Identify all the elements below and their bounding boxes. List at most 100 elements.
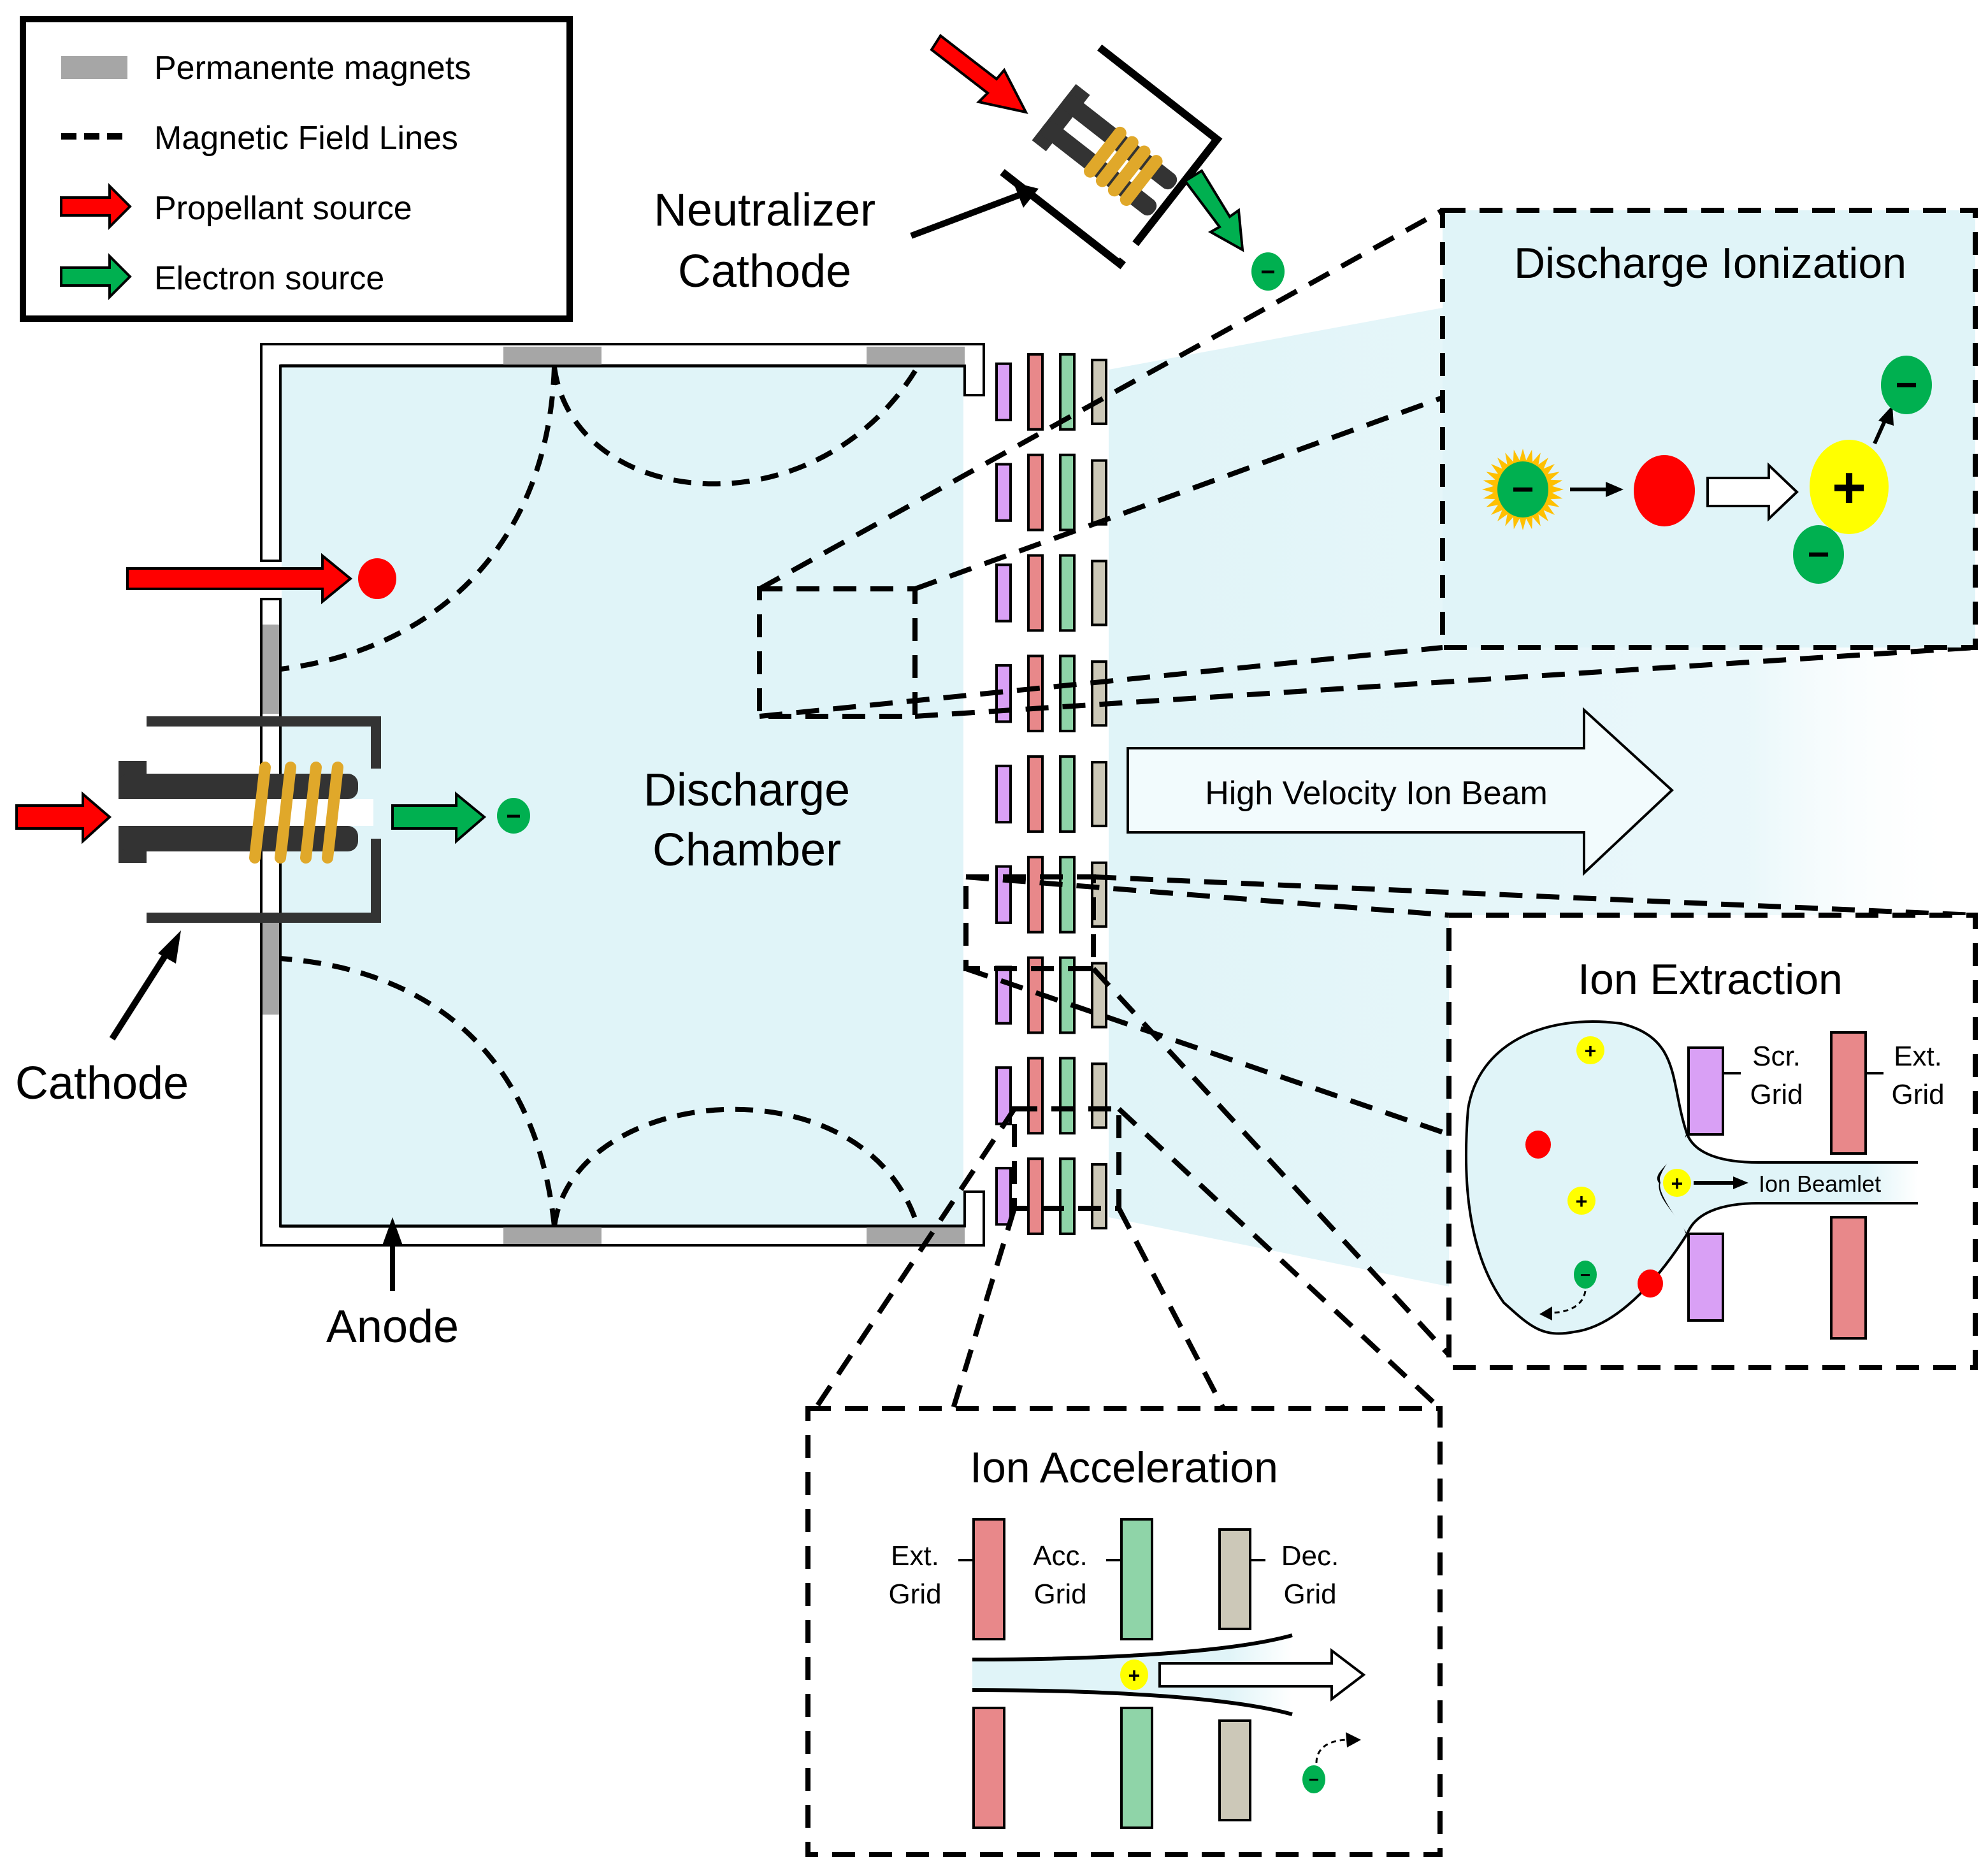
svg-text:Scr.: Scr. xyxy=(1752,1041,1801,1072)
neutral-atom xyxy=(358,558,396,599)
beam-direction-arrow-icon xyxy=(1158,1647,1366,1702)
svg-text:+: + xyxy=(1128,1664,1141,1687)
permanent-magnets xyxy=(263,347,965,1244)
acceleration-grid xyxy=(1120,1518,1153,1640)
deceleration-grid-segment xyxy=(1091,660,1107,727)
svg-text:+: + xyxy=(1585,1039,1597,1062)
extraction-grid-segment xyxy=(1027,353,1044,431)
anode-label: Anode xyxy=(326,1301,459,1352)
ion-particle: + xyxy=(1567,1187,1595,1215)
screen-grid-segment xyxy=(995,1166,1012,1226)
extraction-grid-segment xyxy=(1027,453,1044,532)
chamber-label: Chamber xyxy=(652,825,841,876)
neutral-atom xyxy=(1525,1131,1551,1159)
svg-text:−: − xyxy=(506,802,521,830)
inset-title: Ion Acceleration xyxy=(970,1443,1278,1492)
svg-text:+: + xyxy=(1576,1190,1588,1213)
svg-text:+: + xyxy=(1671,1172,1683,1195)
magnet-swatch-icon xyxy=(61,56,127,79)
electron-particle: − xyxy=(1251,252,1285,291)
propellant-arrow-icon xyxy=(126,553,353,605)
acceleration-grid-segment xyxy=(1059,655,1076,733)
neutral-atom xyxy=(1638,1269,1663,1298)
screen-grid xyxy=(1687,1046,1724,1136)
beamlet-label: Ion Beamlet xyxy=(1759,1171,1881,1197)
legend-label: Permanente magnets xyxy=(154,50,471,87)
ion-particle: + xyxy=(1810,440,1889,534)
deceleration-grid-segment xyxy=(1091,760,1107,828)
deceleration-grid-segment xyxy=(1091,1163,1107,1230)
neutralizer-label: Neutralizer xyxy=(654,185,875,236)
extraction-grid xyxy=(1830,1031,1867,1155)
magnet xyxy=(867,1227,965,1244)
screen-grid-segment xyxy=(995,764,1012,824)
discharge-chamber: − Cathode Anode Discharge Chamber xyxy=(15,343,985,1352)
svg-text:Grid: Grid xyxy=(888,1579,941,1610)
ion-particle: + xyxy=(1120,1660,1148,1690)
screen-grid-segment xyxy=(995,563,1012,623)
acceleration-grid-segment xyxy=(1059,353,1076,431)
svg-text:Dec.: Dec. xyxy=(1281,1540,1339,1572)
legend-item-electron: Electron source xyxy=(60,253,384,300)
acceleration-grid-segment xyxy=(1059,554,1076,632)
inset-ion-extraction: Ion Extraction Scr. Grid Ext. Grid + + +… xyxy=(1446,913,1978,1370)
callout-lines xyxy=(757,208,1976,1410)
arrow-icon xyxy=(1733,1176,1748,1189)
magnet xyxy=(867,347,965,365)
legend-label: Electron source xyxy=(154,260,384,297)
inset-discharge-ionization: Discharge Ionization − + − − xyxy=(1440,208,1978,650)
propellant-arrow-icon xyxy=(15,791,112,844)
legend: Permanente magnets Magnetic Field Lines … xyxy=(20,16,573,322)
deceleration-grid xyxy=(1218,1719,1251,1821)
deceleration-grid-segment xyxy=(1091,459,1107,526)
extraction-grid-segment xyxy=(1027,855,1044,934)
ion-particle: + xyxy=(1663,1169,1691,1197)
electron-particle: − xyxy=(1574,1261,1597,1289)
svg-text:Ext.: Ext. xyxy=(1894,1041,1942,1072)
ion-particle: + xyxy=(1576,1036,1604,1064)
screen-grid-segment xyxy=(995,463,1012,522)
magnet xyxy=(503,347,601,365)
svg-text:Acc.: Acc. xyxy=(1033,1540,1088,1572)
neutral-atom xyxy=(1634,455,1695,526)
svg-text:−: − xyxy=(1260,258,1275,286)
inset-title: Ion Extraction xyxy=(1578,955,1843,1004)
ion-beam-arrow: High Velocity Ion Beam xyxy=(1127,707,1674,876)
grid-stack xyxy=(995,353,1107,1235)
pointer-arrow-icon xyxy=(910,192,1021,239)
svg-text:−: − xyxy=(1580,1265,1590,1285)
pointer-arrow-icon xyxy=(109,949,171,1041)
screen-grid-segment xyxy=(995,966,1012,1025)
legend-item-field-lines: Magnetic Field Lines xyxy=(61,120,458,157)
screen-grid xyxy=(1687,1233,1724,1322)
acceleration-grid-segment xyxy=(1059,1057,1076,1135)
svg-text:−: − xyxy=(1511,468,1534,510)
green-arrow-icon xyxy=(60,253,132,300)
plasma-region xyxy=(282,367,963,1225)
extraction-grid-segment xyxy=(1027,1157,1044,1235)
propellant-arrow-icon xyxy=(930,34,1028,114)
extraction-grid xyxy=(972,1707,1005,1829)
deceleration-grid-segment xyxy=(1091,1062,1107,1129)
neutralizer-cathode: − Neutralizer Cathode xyxy=(654,34,1285,297)
deceleration-grid xyxy=(1218,1528,1251,1630)
svg-text:Grid: Grid xyxy=(1034,1579,1086,1610)
magnet xyxy=(503,1227,601,1244)
magnetic-field-lines xyxy=(280,365,920,1227)
red-arrow-icon xyxy=(60,183,132,230)
magnet xyxy=(263,625,279,714)
svg-text:Grid: Grid xyxy=(1891,1079,1944,1110)
acceleration-grid-segment xyxy=(1059,1157,1076,1235)
beam-label: High Velocity Ion Beam xyxy=(1205,775,1548,812)
svg-text:−: − xyxy=(1309,1770,1319,1790)
cathode-label: Cathode xyxy=(15,1058,189,1109)
legend-item-magnets: Permanente magnets xyxy=(61,50,471,87)
magnet xyxy=(263,923,279,1015)
legend-label: Propellant source xyxy=(154,190,412,227)
chamber-label: Discharge xyxy=(644,765,850,816)
hollow-cathode: − xyxy=(15,716,530,923)
deceleration-grid-segment xyxy=(1091,560,1107,626)
electron-particle: − xyxy=(1881,356,1932,414)
acceleration-grid xyxy=(1120,1707,1153,1829)
